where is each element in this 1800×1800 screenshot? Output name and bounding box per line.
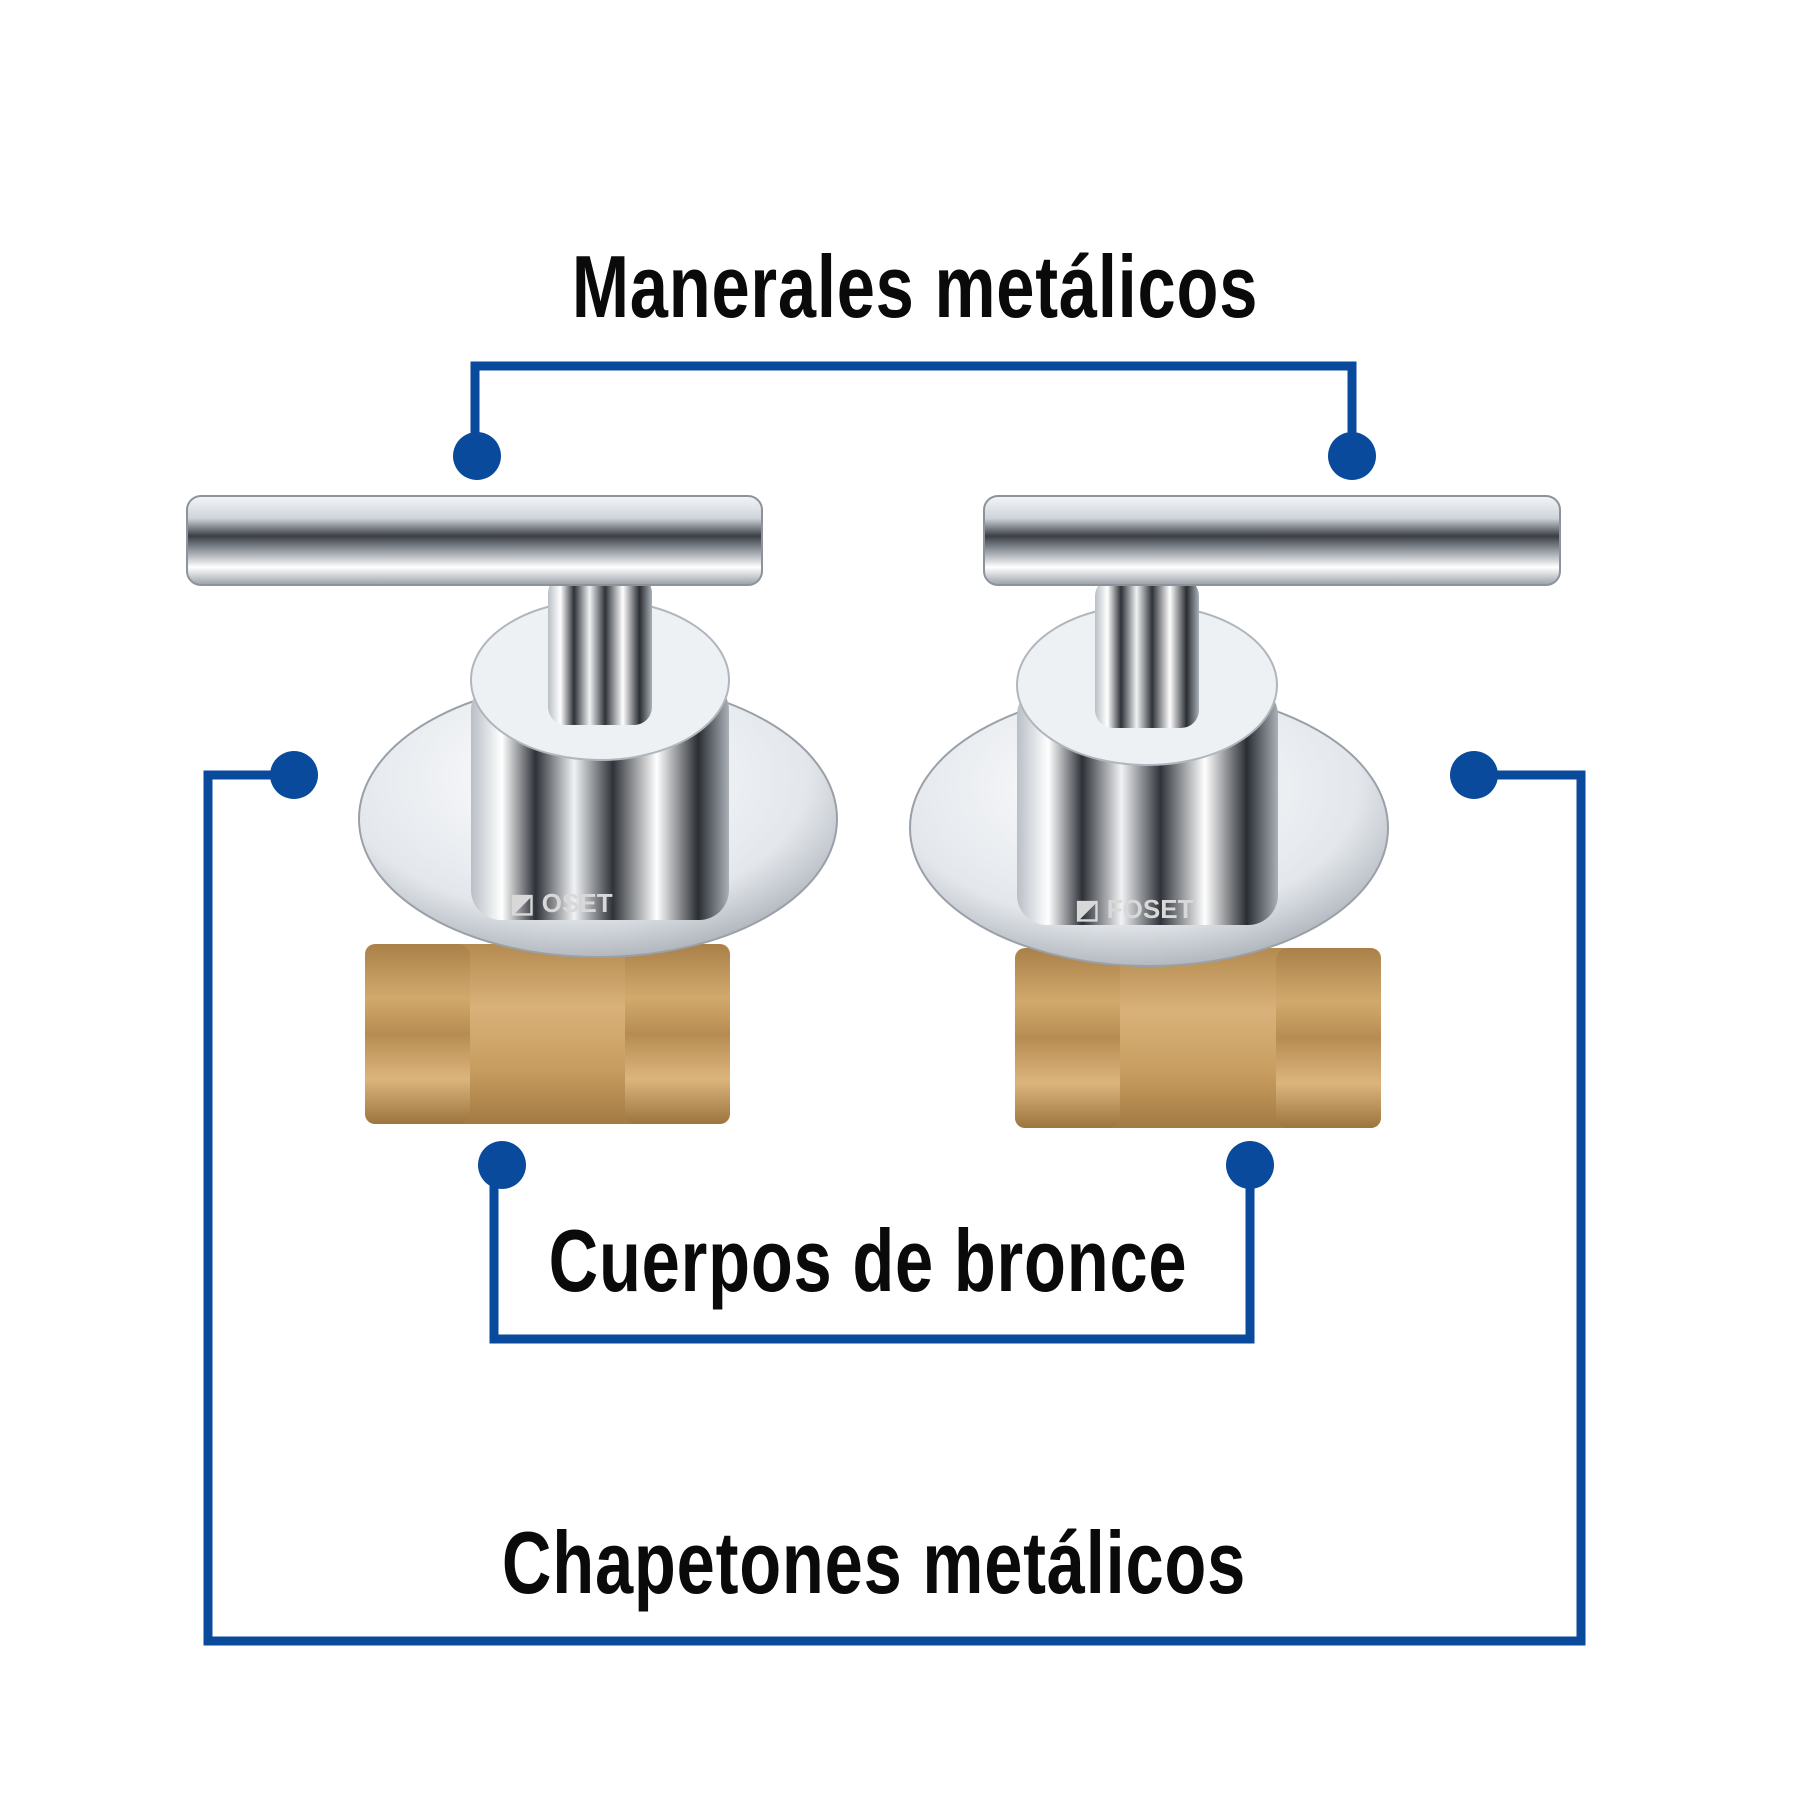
bonnet: ◩ OSET: [470, 575, 730, 920]
brass-body: [365, 944, 730, 1124]
brass-body: [1015, 948, 1381, 1128]
callout-handles-line: [470, 361, 1357, 456]
valve-left: ◩ OSET: [186, 495, 838, 1124]
callout-dot: [1328, 432, 1376, 480]
callout-dot: [270, 751, 318, 799]
label-bodies: Cuerpos de bronce: [548, 1211, 1188, 1310]
brand-logo: ◩ OSET: [510, 888, 613, 918]
callout-bodies-line: [489, 1165, 1255, 1344]
bonnet: ◩ FOSET: [1016, 578, 1278, 925]
label-handles: Manerales metálicos: [571, 237, 1259, 336]
callout-dot: [478, 1141, 526, 1189]
callout-dot: [1450, 751, 1498, 799]
callout-dot: [453, 432, 501, 480]
callout-escutcheons-line: [203, 770, 1586, 1646]
lever-handle: [186, 495, 763, 586]
callout-dot: [1226, 1141, 1274, 1189]
lever-handle: [983, 495, 1561, 586]
valve-right: ◩ FOSET: [909, 495, 1561, 1128]
brand-logo: ◩ FOSET: [1075, 894, 1194, 924]
label-escutcheons: Chapetones metálicos: [501, 1513, 1247, 1612]
